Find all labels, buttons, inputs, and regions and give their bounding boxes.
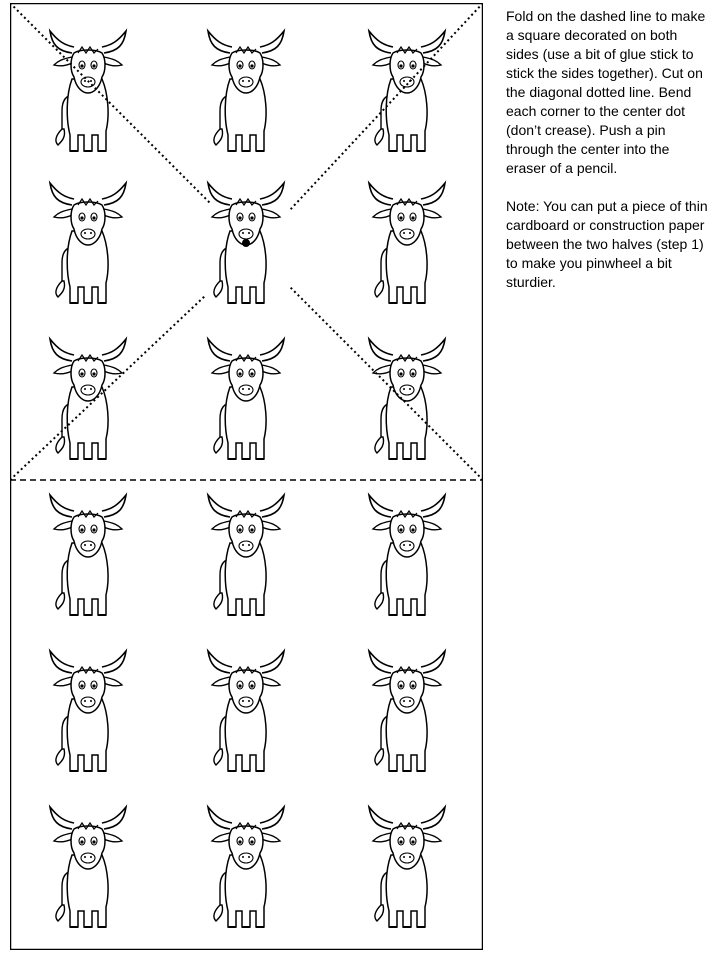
pinwheel-template: [10, 3, 483, 950]
instructions-panel: Fold on the dashed line to make a square…: [506, 7, 712, 311]
sheet-border: [10, 3, 483, 950]
diagonal-cut-lines: [10, 3, 483, 481]
instructions-step-text: Fold on the dashed line to make a square…: [506, 8, 706, 176]
center-dot: [242, 239, 250, 247]
instructions-note-text: Note: You can put a piece of thin cardbo…: [506, 198, 708, 290]
